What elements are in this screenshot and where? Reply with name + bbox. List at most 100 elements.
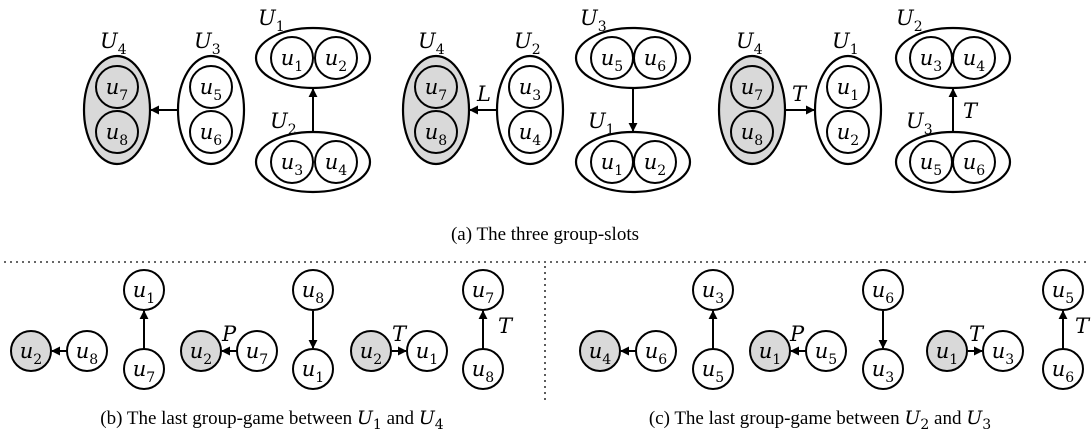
- node-u3: [270, 140, 314, 184]
- node-u4: [508, 110, 552, 154]
- slot-1: U4 u7 u8 U3 u5 u6 U1 u1 u2 U2 u3 u4: [82, 6, 372, 194]
- node-u6: [862, 269, 904, 311]
- svg-text:u6: u6: [963, 150, 986, 179]
- svg-text:u4: u4: [325, 150, 348, 179]
- svg-text:u7: u7: [246, 339, 268, 368]
- node-u2: [180, 330, 222, 372]
- svg-text:u5: u5: [920, 150, 942, 179]
- node-u2: [826, 110, 870, 154]
- svg-text:u5: u5: [815, 339, 837, 368]
- caption-c: (c) The last group-game between U2 and U…: [649, 407, 991, 433]
- node-u1: [270, 36, 314, 80]
- slot-2: U4 u7 u8 U2 u3 u4 L U3 u5 u6 U1 u1 u2: [401, 6, 692, 194]
- caption-a: (a) The three group-slots: [451, 224, 639, 245]
- node-u2: [10, 330, 52, 372]
- svg-text:u4: u4: [519, 120, 542, 149]
- group-label-u4: U4: [100, 29, 127, 58]
- svg-text:u2: u2: [325, 46, 347, 75]
- svg-text:u8: u8: [741, 120, 763, 149]
- svg-text:u1: u1: [133, 278, 155, 307]
- edge-label-t: T: [1075, 314, 1091, 338]
- node-u6: [633, 36, 677, 80]
- node-u3: [508, 65, 552, 109]
- svg-text:u4: u4: [589, 339, 612, 368]
- node-u3: [692, 269, 734, 311]
- group-label-u3: U3: [580, 6, 607, 35]
- svg-text:u1: u1: [759, 339, 781, 368]
- edge-label-p: P: [221, 322, 237, 346]
- svg-text:u1: u1: [281, 46, 303, 75]
- svg-text:u2: u2: [190, 339, 212, 368]
- svg-text:u5: u5: [1052, 278, 1074, 307]
- svg-text:u6: u6: [200, 120, 223, 149]
- svg-text:u7: u7: [425, 75, 447, 104]
- node-u8: [292, 269, 334, 311]
- svg-text:u2: u2: [360, 339, 382, 368]
- node-u2: [314, 36, 358, 80]
- group-label-u2: U2: [270, 109, 297, 138]
- node-u8: [95, 110, 139, 154]
- panel-b: u2 u8 u1 u7 u2 u7 P u8 u1 u2 u1 T u7 u8 …: [10, 269, 514, 390]
- svg-text:u2: u2: [644, 150, 666, 179]
- node-u1: [292, 348, 334, 390]
- node-u4: [579, 330, 621, 372]
- svg-text:u3: u3: [920, 46, 942, 75]
- svg-text:u5: u5: [601, 46, 623, 75]
- node-u1: [749, 330, 791, 372]
- svg-text:u6: u6: [1052, 357, 1075, 386]
- node-u7: [462, 269, 504, 311]
- node-u8: [730, 110, 774, 154]
- svg-text:u1: u1: [416, 339, 438, 368]
- edge-label-l: L: [476, 82, 491, 106]
- group-label-u1: U1: [588, 109, 615, 138]
- svg-text:u1: u1: [601, 150, 623, 179]
- svg-text:u5: u5: [200, 75, 222, 104]
- svg-text:u3: u3: [992, 339, 1014, 368]
- edge-label-t: T: [969, 322, 985, 346]
- node-u3: [862, 348, 904, 390]
- svg-text:u1: u1: [837, 75, 859, 104]
- svg-text:u6: u6: [872, 278, 895, 307]
- svg-text:u7: u7: [106, 75, 128, 104]
- slot-3: U4 u7 u8 U1 u1 u2 T U2 u3 u4 U3 u5 u6 T: [717, 6, 1012, 194]
- svg-text:u3: u3: [281, 150, 303, 179]
- group-label-u2: U2: [896, 6, 923, 35]
- edge-label-t: T: [963, 99, 979, 123]
- panel-c: u4 u6 u3 u5 u1 u5 P u6 u3 u1 u3 T u5 u6 …: [579, 269, 1091, 390]
- group-label-u3: U3: [194, 29, 221, 58]
- group-label-u1: U1: [832, 29, 859, 58]
- svg-text:u6: u6: [645, 339, 668, 368]
- svg-text:u5: u5: [702, 357, 724, 386]
- group-label-u1: U1: [258, 6, 285, 35]
- node-u8: [414, 110, 458, 154]
- svg-text:u6: u6: [644, 46, 667, 75]
- node-u2: [633, 140, 677, 184]
- node-u5: [1042, 269, 1084, 311]
- svg-text:u7: u7: [133, 357, 155, 386]
- node-u7: [730, 65, 774, 109]
- svg-text:u7: u7: [741, 75, 763, 104]
- node-u2: [350, 330, 392, 372]
- svg-text:u8: u8: [425, 120, 447, 149]
- edge-label-t: T: [792, 82, 808, 106]
- svg-text:u7: u7: [472, 278, 494, 307]
- node-u7: [414, 65, 458, 109]
- group-label-u3: U3: [906, 109, 933, 138]
- node-u6: [952, 140, 996, 184]
- svg-text:u8: u8: [106, 120, 128, 149]
- node-u4: [314, 140, 358, 184]
- group-label-u4: U4: [418, 29, 445, 58]
- caption-b: (b) The last group-game between U1 and U…: [100, 407, 443, 433]
- svg-text:u3: u3: [702, 278, 724, 307]
- svg-text:u8: u8: [302, 278, 324, 307]
- svg-text:u3: u3: [519, 75, 541, 104]
- edge-label-p: P: [789, 322, 805, 346]
- node-u4: [952, 36, 996, 80]
- node-u1: [926, 330, 968, 372]
- node-u1: [123, 269, 165, 311]
- group-label-u2: U2: [514, 29, 541, 58]
- svg-text:u1: u1: [302, 357, 324, 386]
- svg-text:u3: u3: [872, 357, 894, 386]
- node-u1: [826, 65, 870, 109]
